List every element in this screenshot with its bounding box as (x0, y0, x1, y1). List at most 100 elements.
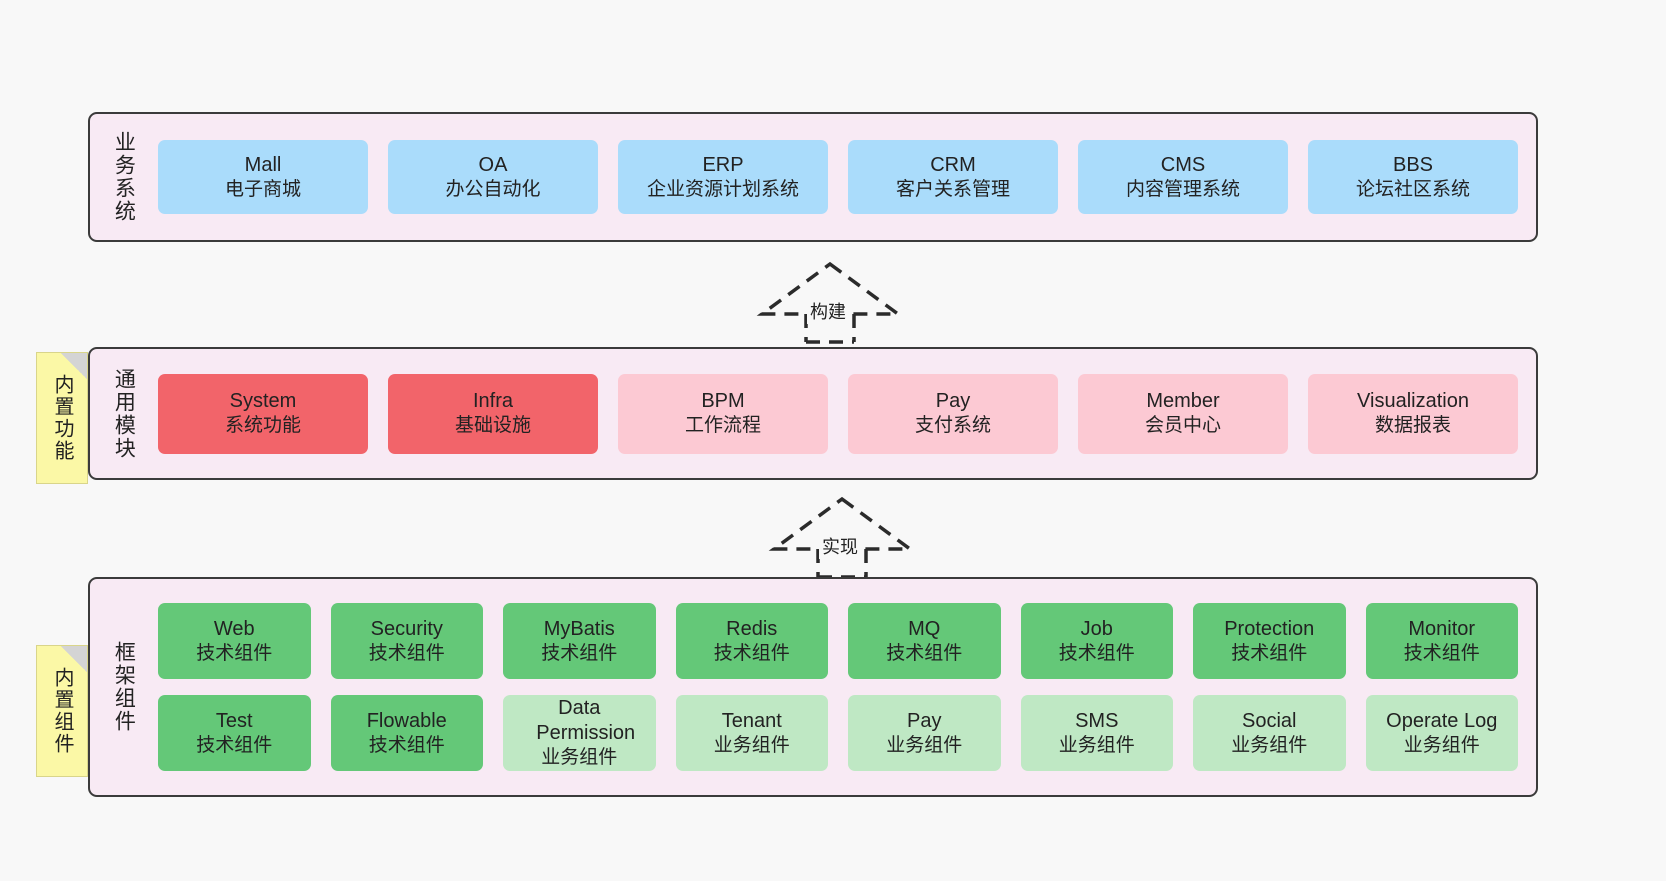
row-common-modules: System 系统功能 Infra 基础设施 BPM 工作流程 Pay 支付系统… (158, 373, 1518, 454)
node-member[interactable]: Member 会员中心 (1078, 373, 1288, 454)
node-mall-name: Mall (244, 153, 282, 176)
node-oa-name: OA (478, 153, 508, 176)
node-erp-sub: 企业资源计划系统 (646, 178, 799, 200)
node-system-name: System (229, 390, 297, 413)
node-system[interactable]: System 系统功能 (158, 373, 368, 454)
node-cms-name: CMS (1160, 153, 1206, 176)
node-social-sub: 业务组件 (1231, 734, 1308, 756)
note-builtin-components-text: 内置组件 (51, 667, 73, 755)
note-fold-corner-icon (61, 646, 87, 672)
node-crm[interactable]: CRM 客户关系管理 (848, 140, 1058, 214)
node-protection[interactable]: Protection 技术组件 (1193, 603, 1346, 679)
node-protection-name: Protection (1224, 617, 1315, 640)
node-tenant-sub: 业务组件 (713, 734, 790, 756)
row-business-systems: Mall 电子商城 OA 办公自动化 ERP 企业资源计划系统 CRM 客户关系… (158, 140, 1518, 214)
note-fold-corner-icon (61, 353, 87, 379)
node-monitor-name: Monitor (1408, 617, 1476, 640)
node-mall[interactable]: Mall 电子商城 (158, 140, 368, 214)
node-web[interactable]: Web 技术组件 (158, 603, 311, 679)
node-mybatis[interactable]: MyBatis 技术组件 (503, 603, 656, 679)
node-data-permission[interactable]: Data Permission 业务组件 (503, 695, 656, 771)
connector-implement: 实现 (768, 496, 916, 579)
layer-body-common-modules: System 系统功能 Infra 基础设施 BPM 工作流程 Pay 支付系统… (146, 349, 1536, 478)
node-cms[interactable]: CMS 内容管理系统 (1078, 140, 1288, 214)
node-tenant-name: Tenant (721, 709, 782, 732)
node-pay-module-sub: 支付系统 (914, 415, 991, 437)
node-oa-sub: 办公自动化 (445, 178, 541, 200)
node-pay-component-sub: 业务组件 (886, 734, 963, 756)
node-bbs-name: BBS (1392, 153, 1434, 176)
layer-title-framework-components: 框架组件 (112, 641, 136, 733)
node-operate-log-sub: 业务组件 (1403, 734, 1480, 756)
layer-common-modules: 通用模块 System 系统功能 Infra 基础设施 BPM 工作流程 Pay… (88, 347, 1538, 480)
node-sms-sub: 业务组件 (1058, 734, 1135, 756)
node-pay-component[interactable]: Pay 业务组件 (848, 695, 1001, 771)
node-job-sub: 技术组件 (1058, 642, 1135, 664)
node-erp-name: ERP (702, 153, 744, 176)
implement-arrowhead (768, 496, 916, 551)
node-flowable[interactable]: Flowable 技术组件 (330, 695, 483, 771)
node-sms[interactable]: SMS 业务组件 (1020, 695, 1173, 771)
node-tenant[interactable]: Tenant 业务组件 (675, 695, 828, 771)
build-shaft (804, 314, 856, 344)
layer-body-business-systems: Mall 电子商城 OA 办公自动化 ERP 企业资源计划系统 CRM 客户关系… (146, 114, 1536, 240)
layer-title-business-systems: 业务系统 (112, 131, 136, 223)
node-bbs-sub: 论坛社区系统 (1355, 178, 1470, 200)
node-crm-sub: 客户关系管理 (895, 178, 1010, 200)
node-job-name: Job (1080, 617, 1113, 640)
node-member-name: Member (1146, 390, 1220, 413)
connector-implement-label: 实现 (819, 533, 861, 559)
node-redis[interactable]: Redis 技术组件 (675, 603, 828, 679)
node-member-sub: 会员中心 (1144, 415, 1221, 437)
note-builtin-features-text: 内置功能 (51, 374, 73, 462)
node-data-permission-sub: 业务组件 (541, 747, 618, 769)
node-test[interactable]: Test 技术组件 (158, 695, 311, 771)
node-system-sub: 系统功能 (224, 415, 301, 437)
node-infra-name: Infra (472, 390, 514, 413)
node-infra[interactable]: Infra 基础设施 (388, 373, 598, 454)
node-protection-sub: 技术组件 (1231, 642, 1308, 664)
node-crm-name: CRM (930, 153, 976, 176)
node-mall-sub: 电子商城 (224, 178, 301, 200)
node-bpm[interactable]: BPM 工作流程 (618, 373, 828, 454)
node-security-sub: 技术组件 (368, 642, 445, 664)
node-visualization-name: Visualization (1357, 390, 1469, 413)
row-framework-tech: Web 技术组件 Security 技术组件 MyBatis 技术组件 Redi… (158, 603, 1518, 679)
node-web-sub: 技术组件 (196, 642, 273, 664)
node-sms-name: SMS (1075, 709, 1119, 732)
node-mybatis-sub: 技术组件 (541, 642, 618, 664)
node-bbs[interactable]: BBS 论坛社区系统 (1308, 140, 1518, 214)
layer-body-framework-components: Web 技术组件 Security 技术组件 MyBatis 技术组件 Redi… (146, 579, 1536, 795)
node-operate-log-name: Operate Log (1386, 709, 1498, 732)
node-social[interactable]: Social 业务组件 (1193, 695, 1346, 771)
layer-framework-components: 框架组件 Web 技术组件 Security 技术组件 MyBatis 技术组件… (88, 577, 1538, 797)
node-redis-sub: 技术组件 (713, 642, 790, 664)
node-test-name: Test (215, 709, 253, 732)
node-flowable-sub: 技术组件 (368, 734, 445, 756)
node-erp[interactable]: ERP 企业资源计划系统 (618, 140, 828, 214)
note-builtin-features: 内置功能 (36, 352, 88, 484)
node-security[interactable]: Security 技术组件 (330, 603, 483, 679)
node-security-name: Security (370, 617, 443, 640)
node-social-name: Social (1242, 709, 1297, 732)
node-oa[interactable]: OA 办公自动化 (388, 140, 598, 214)
connector-build-label: 构建 (807, 298, 849, 324)
row-framework-business: Test 技术组件 Flowable 技术组件 Data Permission … (158, 695, 1518, 771)
node-operate-log[interactable]: Operate Log 业务组件 (1365, 695, 1518, 771)
node-redis-name: Redis (726, 617, 778, 640)
node-test-sub: 技术组件 (196, 734, 273, 756)
note-builtin-components: 内置组件 (36, 645, 88, 777)
node-pay-component-name: Pay (907, 709, 942, 732)
node-mq-name: MQ (908, 617, 941, 640)
node-bpm-sub: 工作流程 (684, 415, 761, 437)
node-monitor[interactable]: Monitor 技术组件 (1365, 603, 1518, 679)
node-infra-sub: 基础设施 (454, 415, 531, 437)
node-pay-module-name: Pay (935, 390, 971, 413)
node-job[interactable]: Job 技术组件 (1020, 603, 1173, 679)
node-pay-module[interactable]: Pay 支付系统 (848, 373, 1058, 454)
build-arrowhead (756, 261, 904, 316)
node-visualization[interactable]: Visualization 数据报表 (1308, 373, 1518, 454)
connector-build: 构建 (756, 261, 904, 344)
node-mq[interactable]: MQ 技术组件 (848, 603, 1001, 679)
